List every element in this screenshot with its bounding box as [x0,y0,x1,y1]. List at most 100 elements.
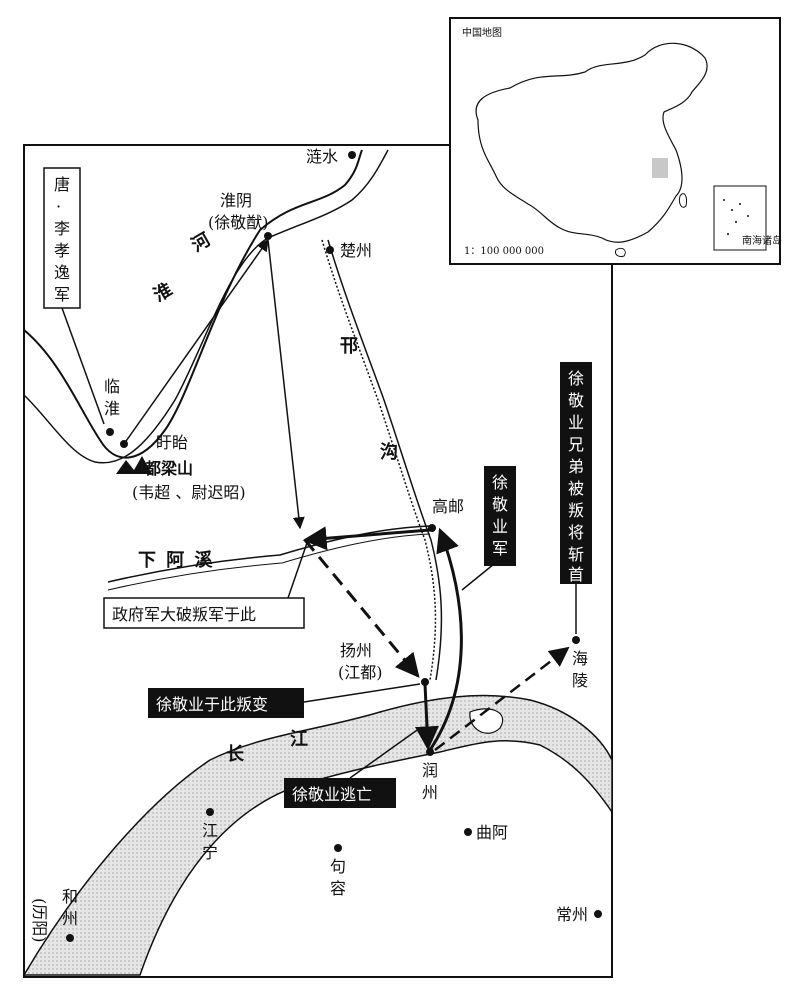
label-jurong-2: 容 [330,879,346,898]
hangou-canal [321,239,437,681]
callout-pointer-victory [287,539,309,599]
callout-tang-army-text: 唐 · 李 孝 逸 军 [54,175,70,304]
label-qua: 曲阿 [476,823,508,842]
city-dot-hezhou [66,934,74,942]
svg-text:将: 将 [568,523,584,542]
city-dot-linhuai [106,428,114,436]
svg-text:军: 军 [492,539,508,558]
label-hezhou-1: 和 [62,887,78,906]
xiaxi-creek-bank [107,533,431,591]
city-dot-runzhou [426,748,434,756]
hainan-island [615,247,626,257]
inset-scale: 1：100 000 000 [464,246,544,257]
south-sea-label: 南海诸岛 [742,234,782,247]
svg-text:徐: 徐 [492,473,508,492]
inset-map: 中国地图 南海诸岛 1：100 000 000 [449,17,782,265]
city-dot-chuzhou [326,246,334,254]
label-douliangshan-note: (韦超 、尉迟昭) [132,483,246,502]
label-runzhou-2: 州 [422,783,438,802]
label-huaihe-1: 淮 [150,277,178,306]
label-lianshui: 涟水 [306,147,338,166]
label-douliangshan: 都梁山 [144,459,193,478]
callout-pointer-xu-army [461,563,495,591]
svg-text:逸: 逸 [54,263,70,282]
svg-text:唐: 唐 [54,175,70,194]
route-gaoyou-xiaxi [302,526,431,551]
route-xiaxi-yangzhou [303,539,420,678]
svg-text:·: · [56,197,61,216]
hangou-canal-bank [327,239,443,681]
label-hezhou-2: 州 [62,909,78,928]
label-changzhou: 常州 [556,905,588,924]
inset-title: 中国地图 [462,26,502,39]
label-xiaxi: 下 阿 溪 [138,550,215,571]
label-huaiyin-note: (徐敬猷) [208,213,269,232]
city-dot-xuyi [120,440,128,448]
label-yangzhou: 扬州 [340,641,372,660]
label-yangzhou-note: (江都) [338,663,383,682]
label-haining-2: 陵 [572,671,588,690]
inset-highlight-region [652,158,668,178]
label-changjiang-1: 长 [226,744,246,765]
label-gaoyou: 高邮 [432,497,464,516]
label-linhuai-2: 淮 [104,399,120,418]
route-xuyi-huaiyin [123,239,269,445]
callout-pointer-tang [61,307,105,425]
callout-escape [284,778,396,808]
label-xuyi: 盱眙 [156,433,188,452]
callout-gov-victory [103,597,305,629]
south-sea-islands [723,199,749,235]
callout-brothers-text: 徐 敬 业 兄 弟 被 叛 将 斩 首 [568,369,584,584]
label-jurong-1: 句 [330,857,346,876]
xiaxi-creek [107,525,431,583]
route-huaiyin-xiaxi [267,239,305,530]
svg-text:军: 军 [54,285,70,304]
city-dot-jiangning [206,808,214,816]
callout-pointer-rebellion [303,683,421,703]
svg-text:李: 李 [54,219,70,238]
callout-pointer-escape [349,727,421,779]
route-yangzhou-runzhou [415,683,439,751]
svg-text:弟: 弟 [568,457,584,476]
city-dot-yangzhou [421,678,429,686]
callout-brothers [560,362,592,584]
taiwan-island [679,193,687,208]
svg-text:徐: 徐 [568,369,584,388]
city-dot-changzhou [594,910,602,918]
callout-gov-victory-text: 政府军大破叛军于此 [112,605,256,624]
svg-text:业: 业 [568,413,584,432]
label-hangou-2: 沟 [380,441,400,463]
callout-tang-army [43,167,81,309]
city-dot-lianshui [348,151,356,159]
label-runzhou-1: 润 [422,761,438,780]
label-changjiang-2: 江 [290,729,310,750]
label-linhuai-1: 临 [104,377,120,396]
svg-text:首: 首 [568,565,584,584]
svg-text:敬: 敬 [492,495,508,514]
yangtze-river [22,694,613,976]
city-dot-jurong [334,844,342,852]
city-dot-qua [464,828,472,836]
city-dot-huaiyin [264,232,272,240]
svg-text:斩: 斩 [568,545,584,564]
huai-river [23,149,363,459]
south-sea-box [713,185,767,251]
huai-river-bank [23,149,389,464]
route-runzhou-haining [434,646,570,751]
city-dot-gaoyou [428,524,436,532]
callout-rebellion-text: 徐敬业于此叛变 [156,695,268,714]
label-hangou-1: 邗 [340,336,360,357]
svg-text:被: 被 [568,479,584,498]
svg-text:敬: 敬 [568,391,584,410]
svg-text:业: 业 [492,517,508,536]
label-huaiyin: 淮阴 [220,191,252,210]
callout-rebellion [148,688,304,718]
svg-text:兄: 兄 [568,435,584,454]
label-chuzhou: 楚州 [340,241,372,260]
city-dot-haining [572,636,580,644]
china-outline [475,42,708,243]
callout-escape-text: 徐敬业逃亡 [292,785,372,804]
route-runzhou-gaoyou [428,527,463,751]
label-jiangning-2: 宁 [202,843,218,862]
